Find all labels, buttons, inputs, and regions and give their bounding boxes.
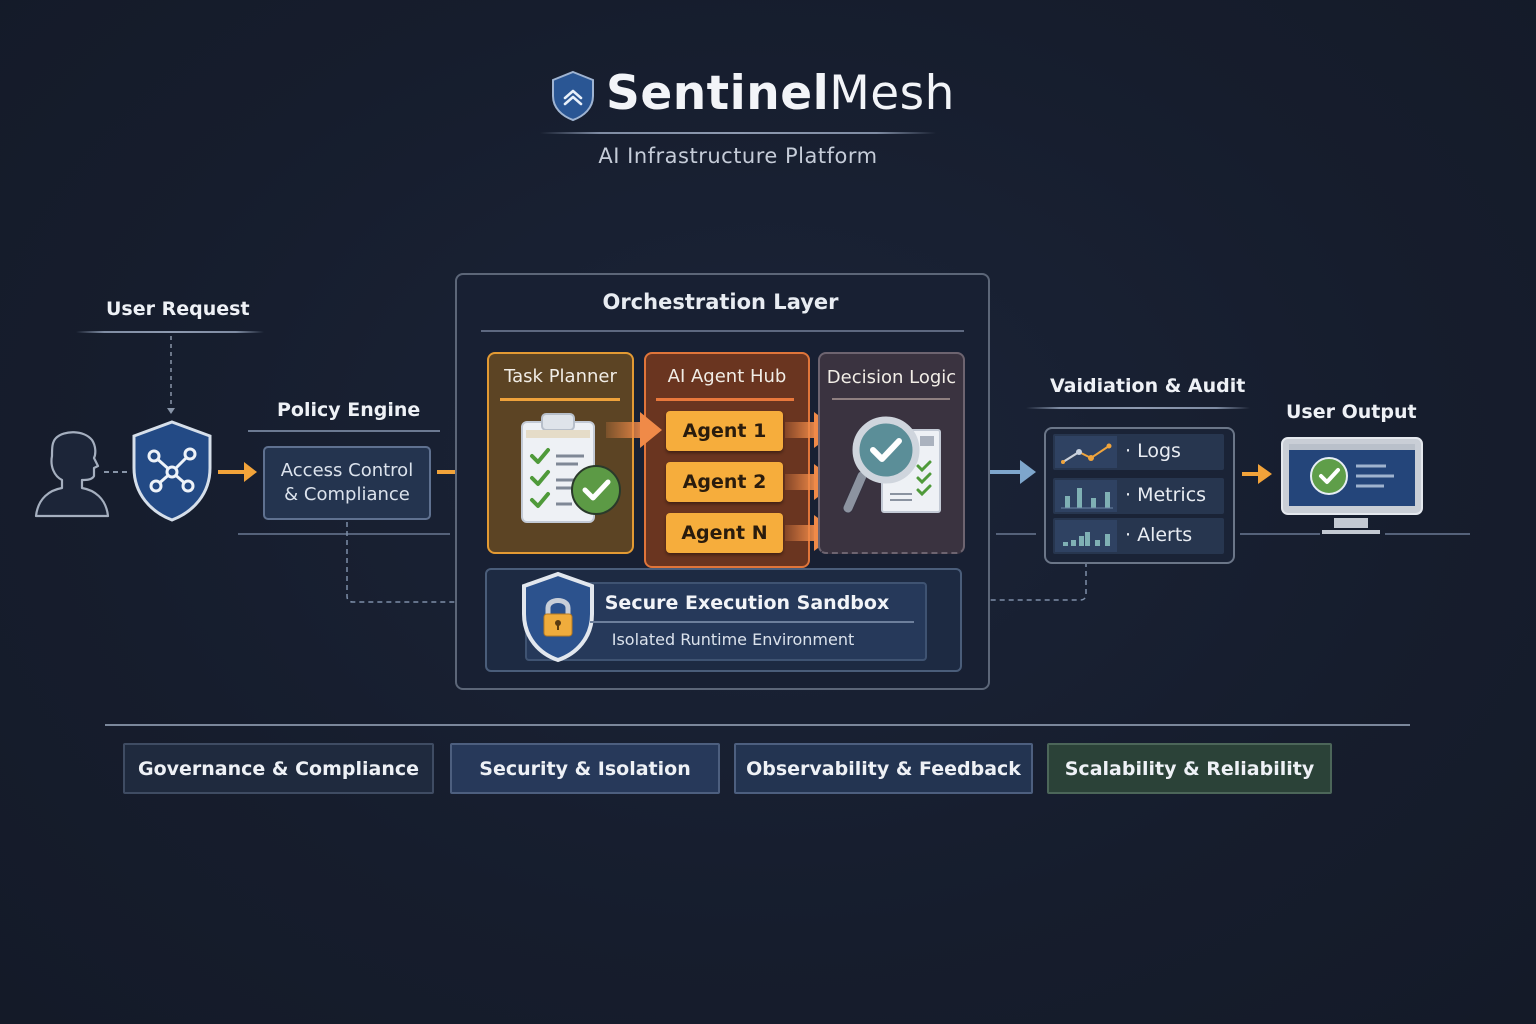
arrow-orch-validation-head [1020,460,1036,484]
agent-n-button[interactable]: Agent N [666,513,783,553]
agent-hub-title: AI Agent Hub [667,366,787,387]
brand-title: SentinelMesh [606,66,955,121]
sandbox-subtitle: Isolated Runtime Environment [611,630,855,649]
agent-1-button[interactable]: Agent 1 [666,411,783,451]
orchestration-divider [481,330,964,332]
arrow-planner-agent1-head [640,412,662,448]
shield-lock-icon [522,571,594,663]
decision-logic-title: Decision Logic [826,367,957,388]
line-chart-icon [1055,436,1117,468]
pillar-scalability[interactable]: Scalability & Reliability [1047,743,1332,794]
page-subtitle: AI Infrastructure Platform [598,144,878,168]
metrics-label: · Metrics [1125,484,1207,506]
pillar-security[interactable]: Security & Isolation [450,743,720,794]
pillar-governance[interactable]: Governance & Compliance [123,743,434,794]
sandbox-divider [590,621,914,623]
access-control-line2: & Compliance [284,484,410,505]
alerts-row[interactable]: · Alerts [1053,518,1224,554]
alerts-label: · Alerts [1125,524,1193,546]
access-control-line1: Access Control [280,460,414,481]
logs-row[interactable]: · Logs [1053,434,1224,470]
sandbox-title: Secure Execution Sandbox [604,592,890,614]
arrow-agentn-decision-body [785,525,817,541]
clipboard-check-icon [521,413,621,523]
access-control-box[interactable]: Access Control & Compliance [263,446,431,520]
request-arrow-head [167,408,175,414]
logs-label: · Logs [1125,440,1181,462]
user-icon [34,431,110,518]
decision-logic-underline [832,398,950,400]
arrow-planner-agent1-body [606,422,646,438]
agent-2-button[interactable]: Agent 2 [666,462,783,502]
task-planner-title: Task Planner [504,366,617,387]
arrow-agent2-decision-body [785,474,817,490]
brand-light: Mesh [829,66,955,121]
shield-network-icon [132,420,212,522]
bar-chart-icon [1055,520,1117,552]
validation-divider [1026,407,1250,409]
brand-bold: Sentinel [606,66,830,121]
arrow-validation-output-head [1258,464,1272,484]
task-planner-underline [500,398,620,401]
user-request-label: User Request [106,298,250,320]
agent-hub-underline [656,398,794,401]
arrow-shield-policy-head [244,462,257,482]
shield-chevron-icon [552,70,594,122]
monitor-check-icon [1281,437,1423,534]
policy-engine-label: Policy Engine [277,399,421,421]
validation-audit-label: Vaidiation & Audit [1050,375,1246,397]
metrics-row[interactable]: · Metrics [1053,478,1224,514]
magnifier-check-icon [842,416,941,514]
header-divider [540,132,936,134]
orchestration-title: Orchestration Layer [602,290,839,314]
user-output-label: User Output [1286,401,1417,423]
arrow-agent1-decision-body [785,422,817,438]
pillar-observability[interactable]: Observability & Feedback [734,743,1033,794]
user-request-divider [76,331,264,333]
bar-chart-icon [1055,480,1117,512]
